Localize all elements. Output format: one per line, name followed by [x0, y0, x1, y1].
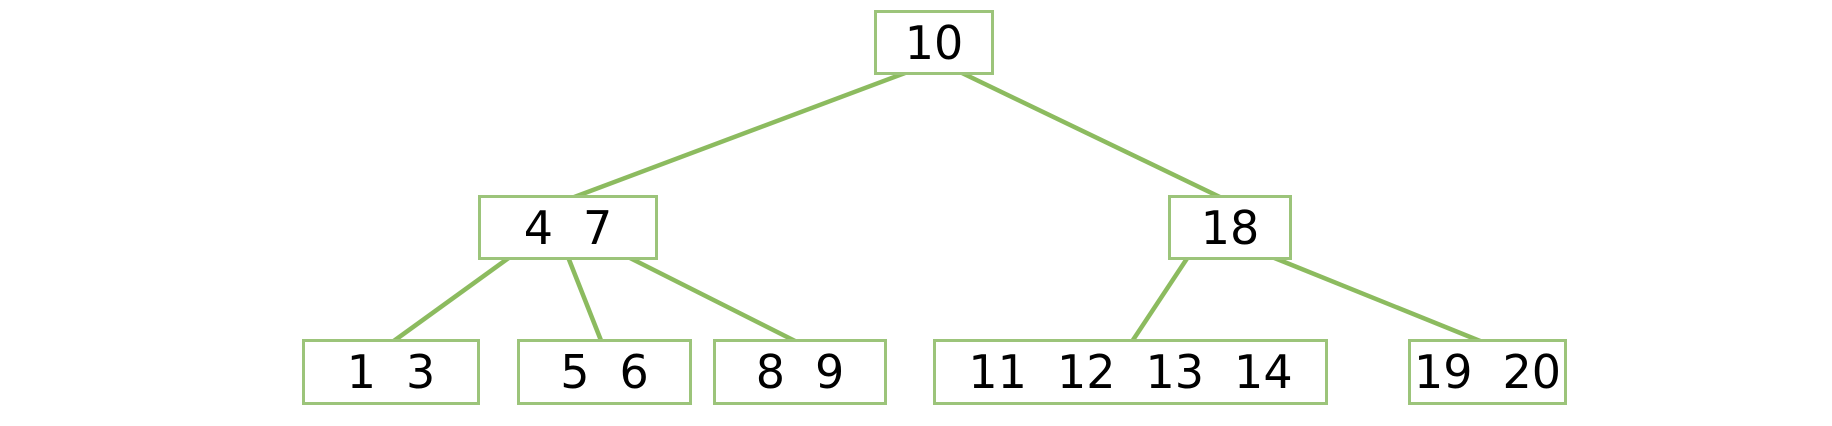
btree-node-leaf-2: 5 6: [517, 339, 692, 405]
btree-node-leaf-1: 1 3: [302, 339, 480, 405]
node-key: 19: [1413, 345, 1473, 399]
node-key: 5: [560, 345, 590, 399]
node-key: 12: [1056, 345, 1116, 399]
btree-node-root: 10: [874, 10, 994, 75]
edge-internal-right-to-leaf-5: [1271, 254, 1486, 346]
node-key: 1: [346, 345, 376, 399]
node-key: 11: [968, 345, 1027, 399]
edge-internal-right-to-leaf-4: [1129, 255, 1190, 345]
node-key: 14: [1234, 345, 1293, 399]
edge-internal-left-to-leaf-1: [389, 255, 512, 345]
btree-node-leaf-5: 19 20: [1408, 339, 1567, 405]
node-key: 18: [1200, 200, 1260, 255]
node-key: 20: [1502, 345, 1562, 399]
btree-node-leaf-3: 8 9: [713, 339, 887, 405]
btree-node-leaf-4: 11 12 13 14: [933, 339, 1328, 405]
node-key: 10: [904, 15, 964, 70]
node-key: 9: [815, 345, 845, 399]
node-key: 6: [619, 345, 649, 399]
btree-node-internal-right: 18: [1168, 195, 1292, 260]
edge-internal-left-to-leaf-2: [565, 256, 605, 344]
node-key: 4: [523, 200, 553, 255]
edge-internal-left-to-leaf-3: [626, 254, 801, 346]
node-key: 3: [406, 345, 436, 399]
edge-root-to-internal-left: [568, 70, 906, 202]
btree-node-internal-left: 4 7: [478, 195, 658, 260]
node-key: 8: [755, 345, 785, 399]
node-key: 7: [583, 200, 613, 255]
node-key: 13: [1145, 345, 1205, 399]
edge-root-to-internal-right: [961, 70, 1225, 202]
